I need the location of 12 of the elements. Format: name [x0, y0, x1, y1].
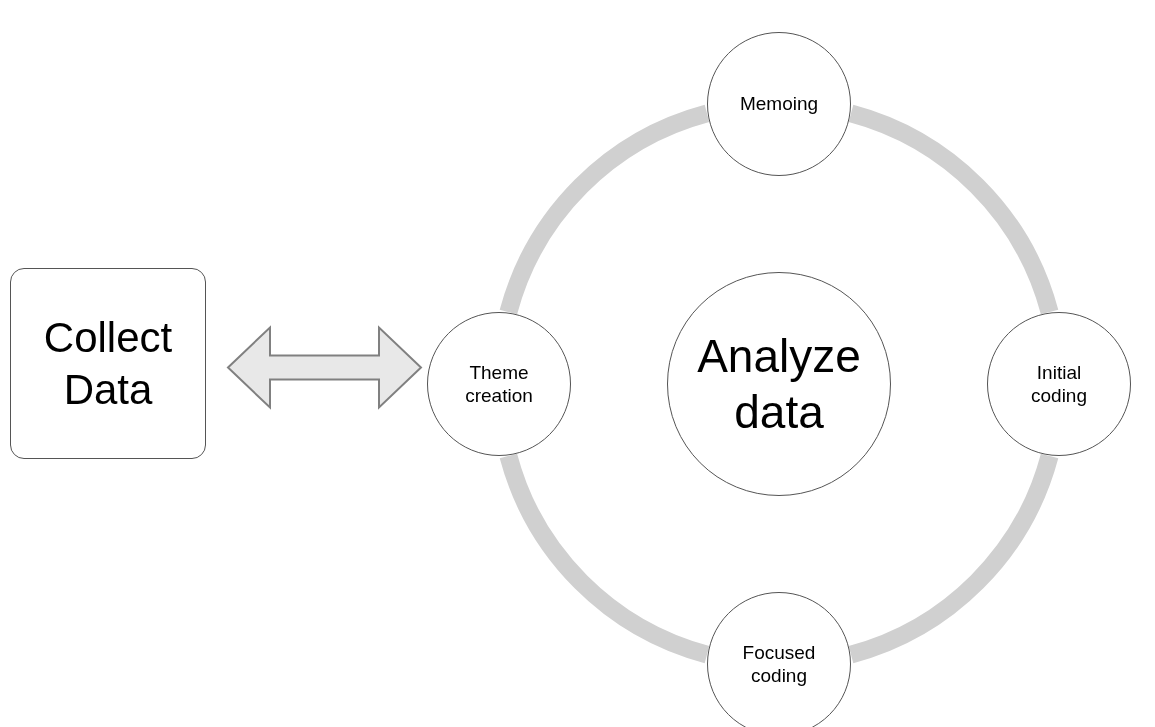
node-label: Theme creation — [464, 360, 534, 408]
ring-connector — [499, 104, 710, 315]
double-arrow — [226, 325, 423, 410]
ring-connector — [499, 453, 710, 664]
node-label: Analyze data — [696, 328, 862, 440]
node-label: Focused coding — [741, 640, 817, 688]
node-label: Collect Data — [42, 313, 174, 415]
rounded-box — [10, 268, 206, 459]
ring-connector — [848, 104, 1059, 315]
node-label: Memoing — [739, 92, 819, 116]
ring-connector — [848, 453, 1059, 664]
node-label: Initial coding — [1030, 360, 1088, 408]
